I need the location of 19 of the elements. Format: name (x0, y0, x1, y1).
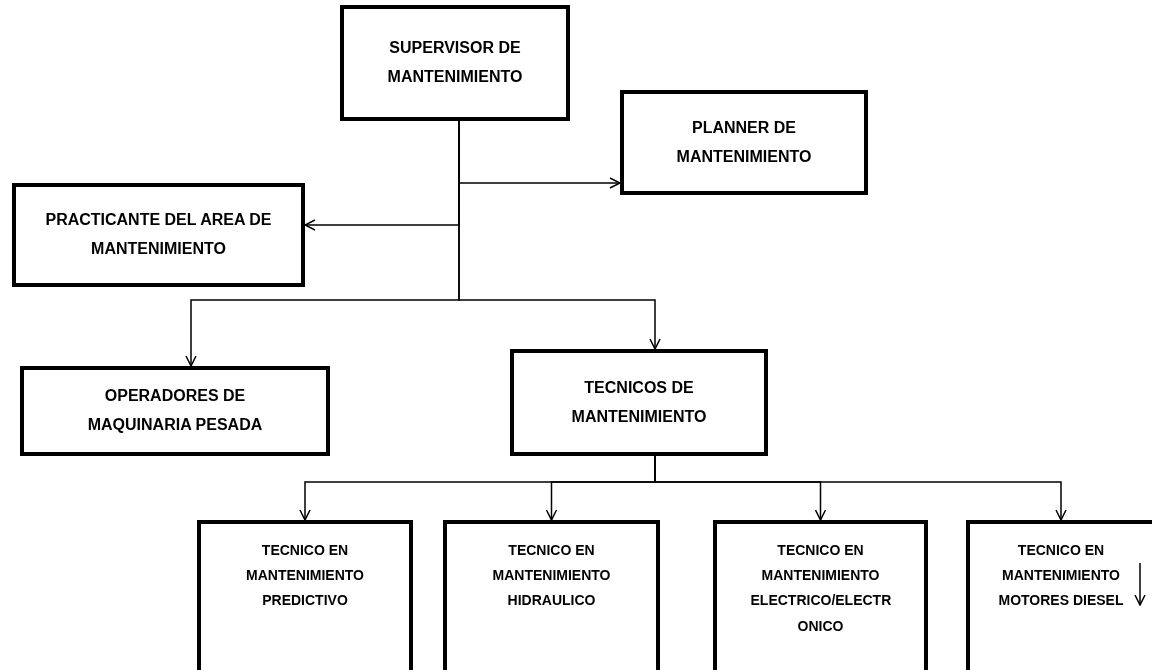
role-title: PRACTICANTE DEL AREA DE MANTENIMIENTO (44, 210, 273, 259)
role-title: TECNICO EN MANTENIMIENTO PREDICTIVO (245, 541, 365, 611)
role-title: TECNICO EN MANTENIMIENTO MOTORES DIESEL (997, 541, 1125, 611)
role-box (340, 5, 570, 121)
role-box (20, 366, 330, 456)
role-title: SUPERVISOR DE MANTENIMIENTO (386, 38, 524, 87)
role-title: TECNICO EN MANTENIMIENTO HIDRAULICO (491, 541, 612, 611)
role-box (966, 520, 1152, 670)
role-title: PLANNER DE MANTENIMIENTO (675, 117, 813, 167)
role-box (12, 183, 305, 287)
role-title: OPERADORES DE MAQUINARIA PESADA (86, 386, 264, 435)
role-title: TECNICOS DE MANTENIMIENTO (570, 377, 708, 427)
role-box (510, 349, 768, 456)
role-box (197, 520, 413, 670)
role-box (443, 520, 660, 670)
role-title: TECNICO EN MANTENIMIENTO ELECTRICO/ELECTR ONICO (750, 541, 891, 636)
connector-arrow (1134, 562, 1146, 606)
role-box (713, 520, 928, 670)
role-box (620, 90, 868, 195)
